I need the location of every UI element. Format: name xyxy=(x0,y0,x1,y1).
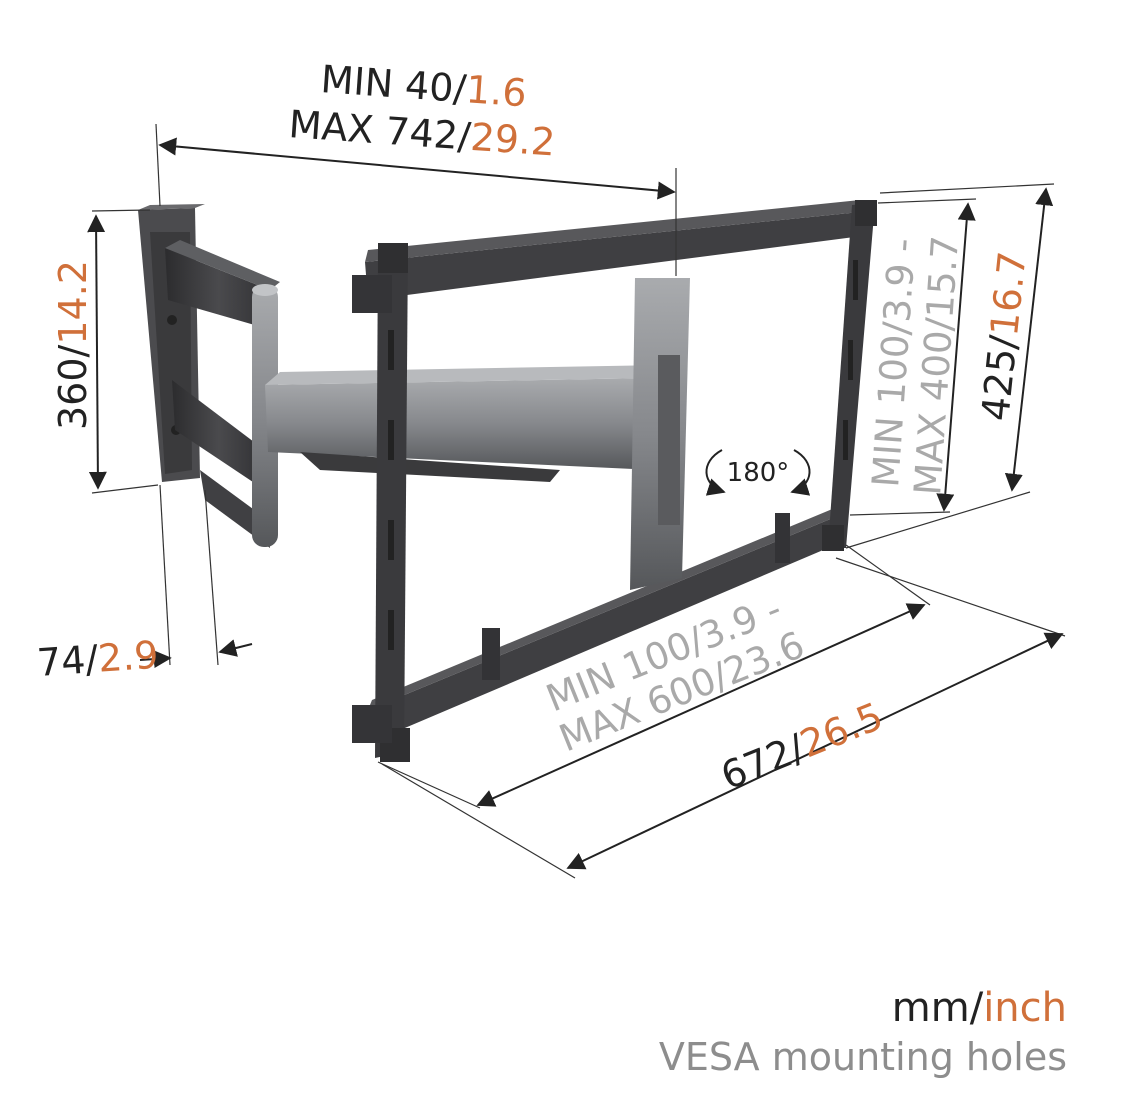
rotate-arrow-icon-right xyxy=(790,449,811,496)
arm-hinge xyxy=(252,284,278,547)
units-inch: inch xyxy=(983,985,1067,1031)
interface-height-arrow xyxy=(1004,187,1054,492)
wall-plate-depth-arrow-right xyxy=(218,639,253,657)
upper-arm xyxy=(165,240,280,330)
rotation-indicator: 180° xyxy=(705,449,811,496)
arm-extension-arrow xyxy=(158,137,676,200)
rotate-arrow-icon xyxy=(705,449,726,496)
interface-width-arrow xyxy=(566,632,1064,870)
wall-plate-height-label: 360/14.2 xyxy=(51,260,95,430)
main-arm xyxy=(265,365,660,482)
rotation-label: 180° xyxy=(727,458,790,488)
arm-extension-min: MIN 40/1.6 xyxy=(319,57,528,115)
vesa-vertical-arrow xyxy=(936,202,976,512)
extension-lines xyxy=(91,123,1066,879)
wall-plate-height-arrow xyxy=(87,214,107,490)
interface-height-label: 425/16.7 xyxy=(973,249,1035,423)
interface-width-label: 672/26.5 xyxy=(715,694,889,798)
vesa-legend: VESA mounting holes xyxy=(658,1035,1067,1079)
wall-plate-depth-arrow-left xyxy=(139,650,172,669)
dimension-arrows xyxy=(87,137,1064,870)
wall-plate-depth-label: 74/2.9 xyxy=(36,633,160,685)
units-mm: mm/ xyxy=(891,985,984,1031)
units-legend: mm/inch xyxy=(892,985,1067,1031)
